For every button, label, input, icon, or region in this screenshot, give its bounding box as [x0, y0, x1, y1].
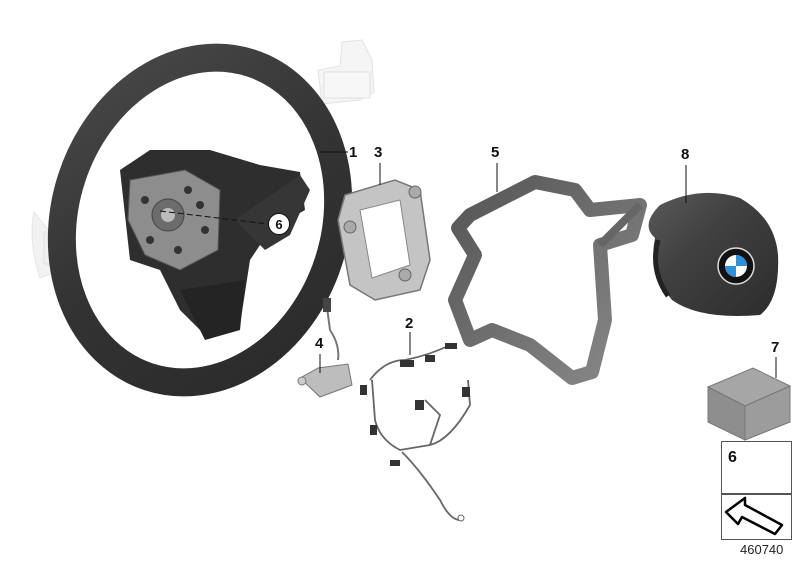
ring-terminal-icon [457, 514, 465, 522]
callout-5: 5 [491, 144, 500, 161]
callout-4: 4 [315, 335, 324, 352]
callout-1: 1 [349, 144, 358, 161]
trim-bezel [448, 175, 647, 385]
callout-3: 3 [374, 144, 383, 161]
callout-2: 2 [405, 315, 414, 332]
leader-line-6 [159, 210, 269, 225]
control-frame [337, 179, 431, 301]
airbag-module [648, 192, 779, 316]
callout-8: 8 [681, 146, 690, 163]
sensor-switch [297, 298, 353, 398]
harness-connectors [360, 343, 470, 466]
callout-7: 7 [771, 339, 780, 356]
callout-6-inline: 6 [268, 213, 290, 235]
wiring-harness [369, 344, 471, 521]
bmw-logo-icon [717, 247, 755, 285]
diagram-number: 460740 [740, 542, 784, 557]
legend-box-screw: 6 [721, 441, 792, 495]
arrow-back-icon [724, 496, 784, 536]
package-box [706, 367, 792, 441]
steering-wheel [47, 43, 353, 397]
legend-callout-6: 6 [728, 449, 737, 466]
ghost-paddle-right [317, 39, 375, 105]
legend-box-arrow [721, 493, 792, 540]
